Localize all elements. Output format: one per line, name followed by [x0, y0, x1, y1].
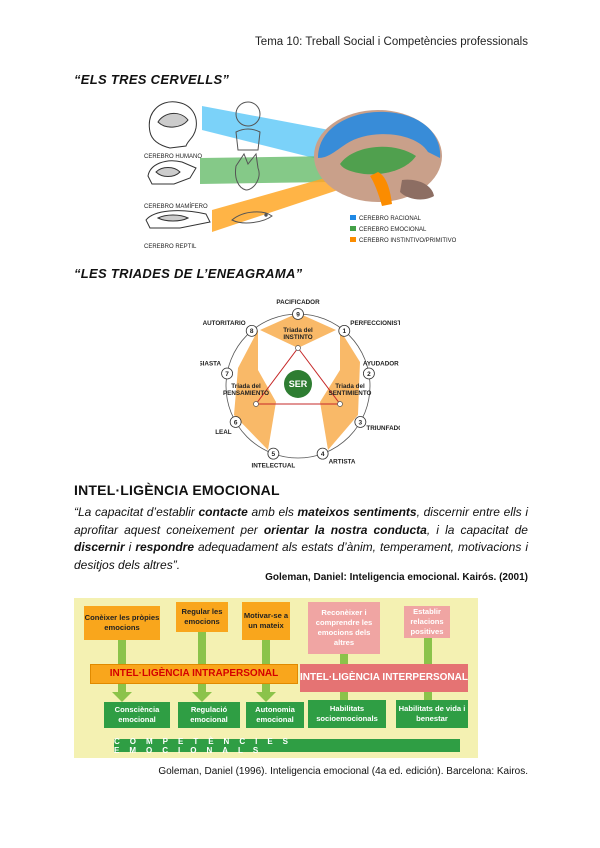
lizard-silhouette-icon — [231, 211, 273, 224]
enneagram-point-label: INTELECTUAL — [252, 463, 296, 470]
enneagram-point-number: 6 — [234, 419, 238, 426]
enneagram-point-label: ENTUSIASTA — [200, 360, 222, 367]
triangle-node — [295, 345, 301, 351]
legend-label: CEREBRO RACIONAL — [359, 216, 422, 222]
enneagram-point-label: LEAL — [215, 429, 232, 436]
brain-cross-section — [314, 110, 442, 206]
page-header: Tema 10: Treball Social i Competències p… — [255, 36, 528, 48]
enneagram-point-label: AUTORITARIO — [203, 320, 246, 327]
brain-label: CEREBRO MAMÍFERO — [144, 203, 208, 210]
instinctive-beam — [212, 176, 338, 232]
triad-label: Triada del — [283, 327, 313, 334]
dog-head-icon — [147, 160, 197, 185]
emotional-competencies-diagram: Conèixer les pròpies emocions Regular le… — [74, 598, 478, 758]
brain-label: CEREBRO HUMANO — [144, 154, 202, 160]
enneagram-point — [354, 416, 367, 428]
center-label: SER — [289, 379, 308, 389]
section-title-three-brains: “ELS TRES CERVELLS” — [74, 72, 230, 87]
human-head-icon — [148, 101, 197, 149]
section-title-enneagram: “LES TRIADES DE L’ENEAGRAMA” — [74, 266, 303, 281]
bottom-box: Consciència emocional — [104, 702, 170, 728]
bottom-box: Autonomia emocional — [246, 702, 304, 728]
legend-swatch — [350, 215, 356, 220]
section-title-emotional-intelligence: INTEL·LIGÈNCIA EMOCIONAL — [74, 482, 280, 498]
reptile-head-icon — [145, 210, 211, 229]
enneagram-point-number: 2 — [367, 371, 371, 378]
enneagram-point — [363, 367, 375, 380]
enneagram-point — [338, 324, 351, 337]
legend-swatch — [350, 226, 356, 231]
feeling-triad-area — [320, 330, 360, 450]
enneagram-point — [316, 447, 329, 460]
top-box: Conèixer les pròpies emocions — [84, 606, 160, 640]
triad-label: INSTINTO — [283, 334, 312, 341]
human-silhouette-icon — [235, 101, 261, 151]
enneagram-point-number: 1 — [342, 328, 346, 335]
enneagram-figure: SER Triada del INSTINTO Triada del SENTI… — [200, 299, 400, 470]
brain-label: CEREBRO REPTIL — [144, 244, 197, 250]
arrows — [112, 632, 432, 702]
enneagram-point-number: 4 — [321, 451, 325, 458]
instinct-triad-area — [260, 313, 336, 348]
definition-quote: “La capacitat d’establir contacte amb el… — [74, 505, 528, 572]
enneagram-point — [221, 367, 233, 380]
citation-goleman-1996: Goleman, Daniel (1996). Inteligencia emo… — [158, 766, 528, 777]
triad-label: Triada del — [231, 383, 261, 390]
competencies-bar: COMPETÈNCIES EMOCIONALS — [114, 737, 460, 755]
enneagram-point — [292, 308, 304, 320]
three-brains-figure: CEREBRO HUMANO CEREBRO MAMÍFERO CEREBRO … — [144, 101, 457, 250]
enneagram-point-label: PERFECCIONISTA — [350, 320, 400, 327]
enneagram-point-label: PACIFICADOR — [276, 299, 320, 306]
center-circle — [284, 370, 312, 398]
top-box: Establir relacions positives — [404, 606, 450, 638]
enneagram-point-number: 8 — [250, 328, 254, 335]
thinking-triad-area — [234, 330, 276, 450]
intrapersonal-band: INTEL·LIGÈNCIA INTRAPERSONAL — [90, 664, 298, 684]
legend-label: CEREBRO INSTINTIVO/PRIMITIVO — [359, 238, 457, 244]
dog-silhouette-icon — [235, 152, 260, 191]
enneagram-point-label: AYUDADOR — [363, 360, 399, 367]
enneagram-point-number: 7 — [225, 371, 229, 378]
enneagram-point-number: 3 — [359, 419, 363, 426]
bottom-box: Habilitats socioemocionals — [308, 700, 386, 728]
enneagram-point-label: ARTISTA — [329, 459, 356, 466]
enneagram-point — [267, 447, 280, 460]
enneagram-point-number: 5 — [272, 451, 276, 458]
legend-label: CEREBRO EMOCIONAL — [359, 227, 427, 233]
legend-swatch — [350, 237, 356, 242]
enneagram-point — [245, 324, 258, 337]
enneagram-triangle — [255, 347, 341, 405]
citation-goleman-2001: Goleman, Daniel: Inteligencia emocional.… — [265, 572, 528, 583]
top-box: Reconèixer i comprendre les emocions del… — [308, 602, 380, 654]
bottom-box: Regulació emocional — [178, 702, 240, 728]
emotional-beam — [200, 156, 336, 184]
enneagram-point-label: TRIUNFADOR — [366, 425, 400, 432]
triangle-node — [337, 401, 343, 407]
enneagram-point — [229, 416, 242, 428]
triad-label: PENSAMIENTO — [223, 390, 269, 397]
triad-label: SENTIMIENTO — [329, 390, 372, 397]
triad-label: Triada del — [335, 383, 365, 390]
enneagram-point-number: 9 — [296, 311, 300, 318]
bottom-box: Habilitats de vida i benestar — [396, 700, 468, 728]
interpersonal-band: INTEL·LIGÈNCIA INTERPERSONAL — [300, 664, 468, 692]
top-box: Regular les emocions — [176, 602, 228, 632]
triangle-node — [253, 401, 259, 407]
top-box: Motivar-se a un mateix — [242, 602, 290, 640]
rational-beam — [202, 106, 340, 162]
